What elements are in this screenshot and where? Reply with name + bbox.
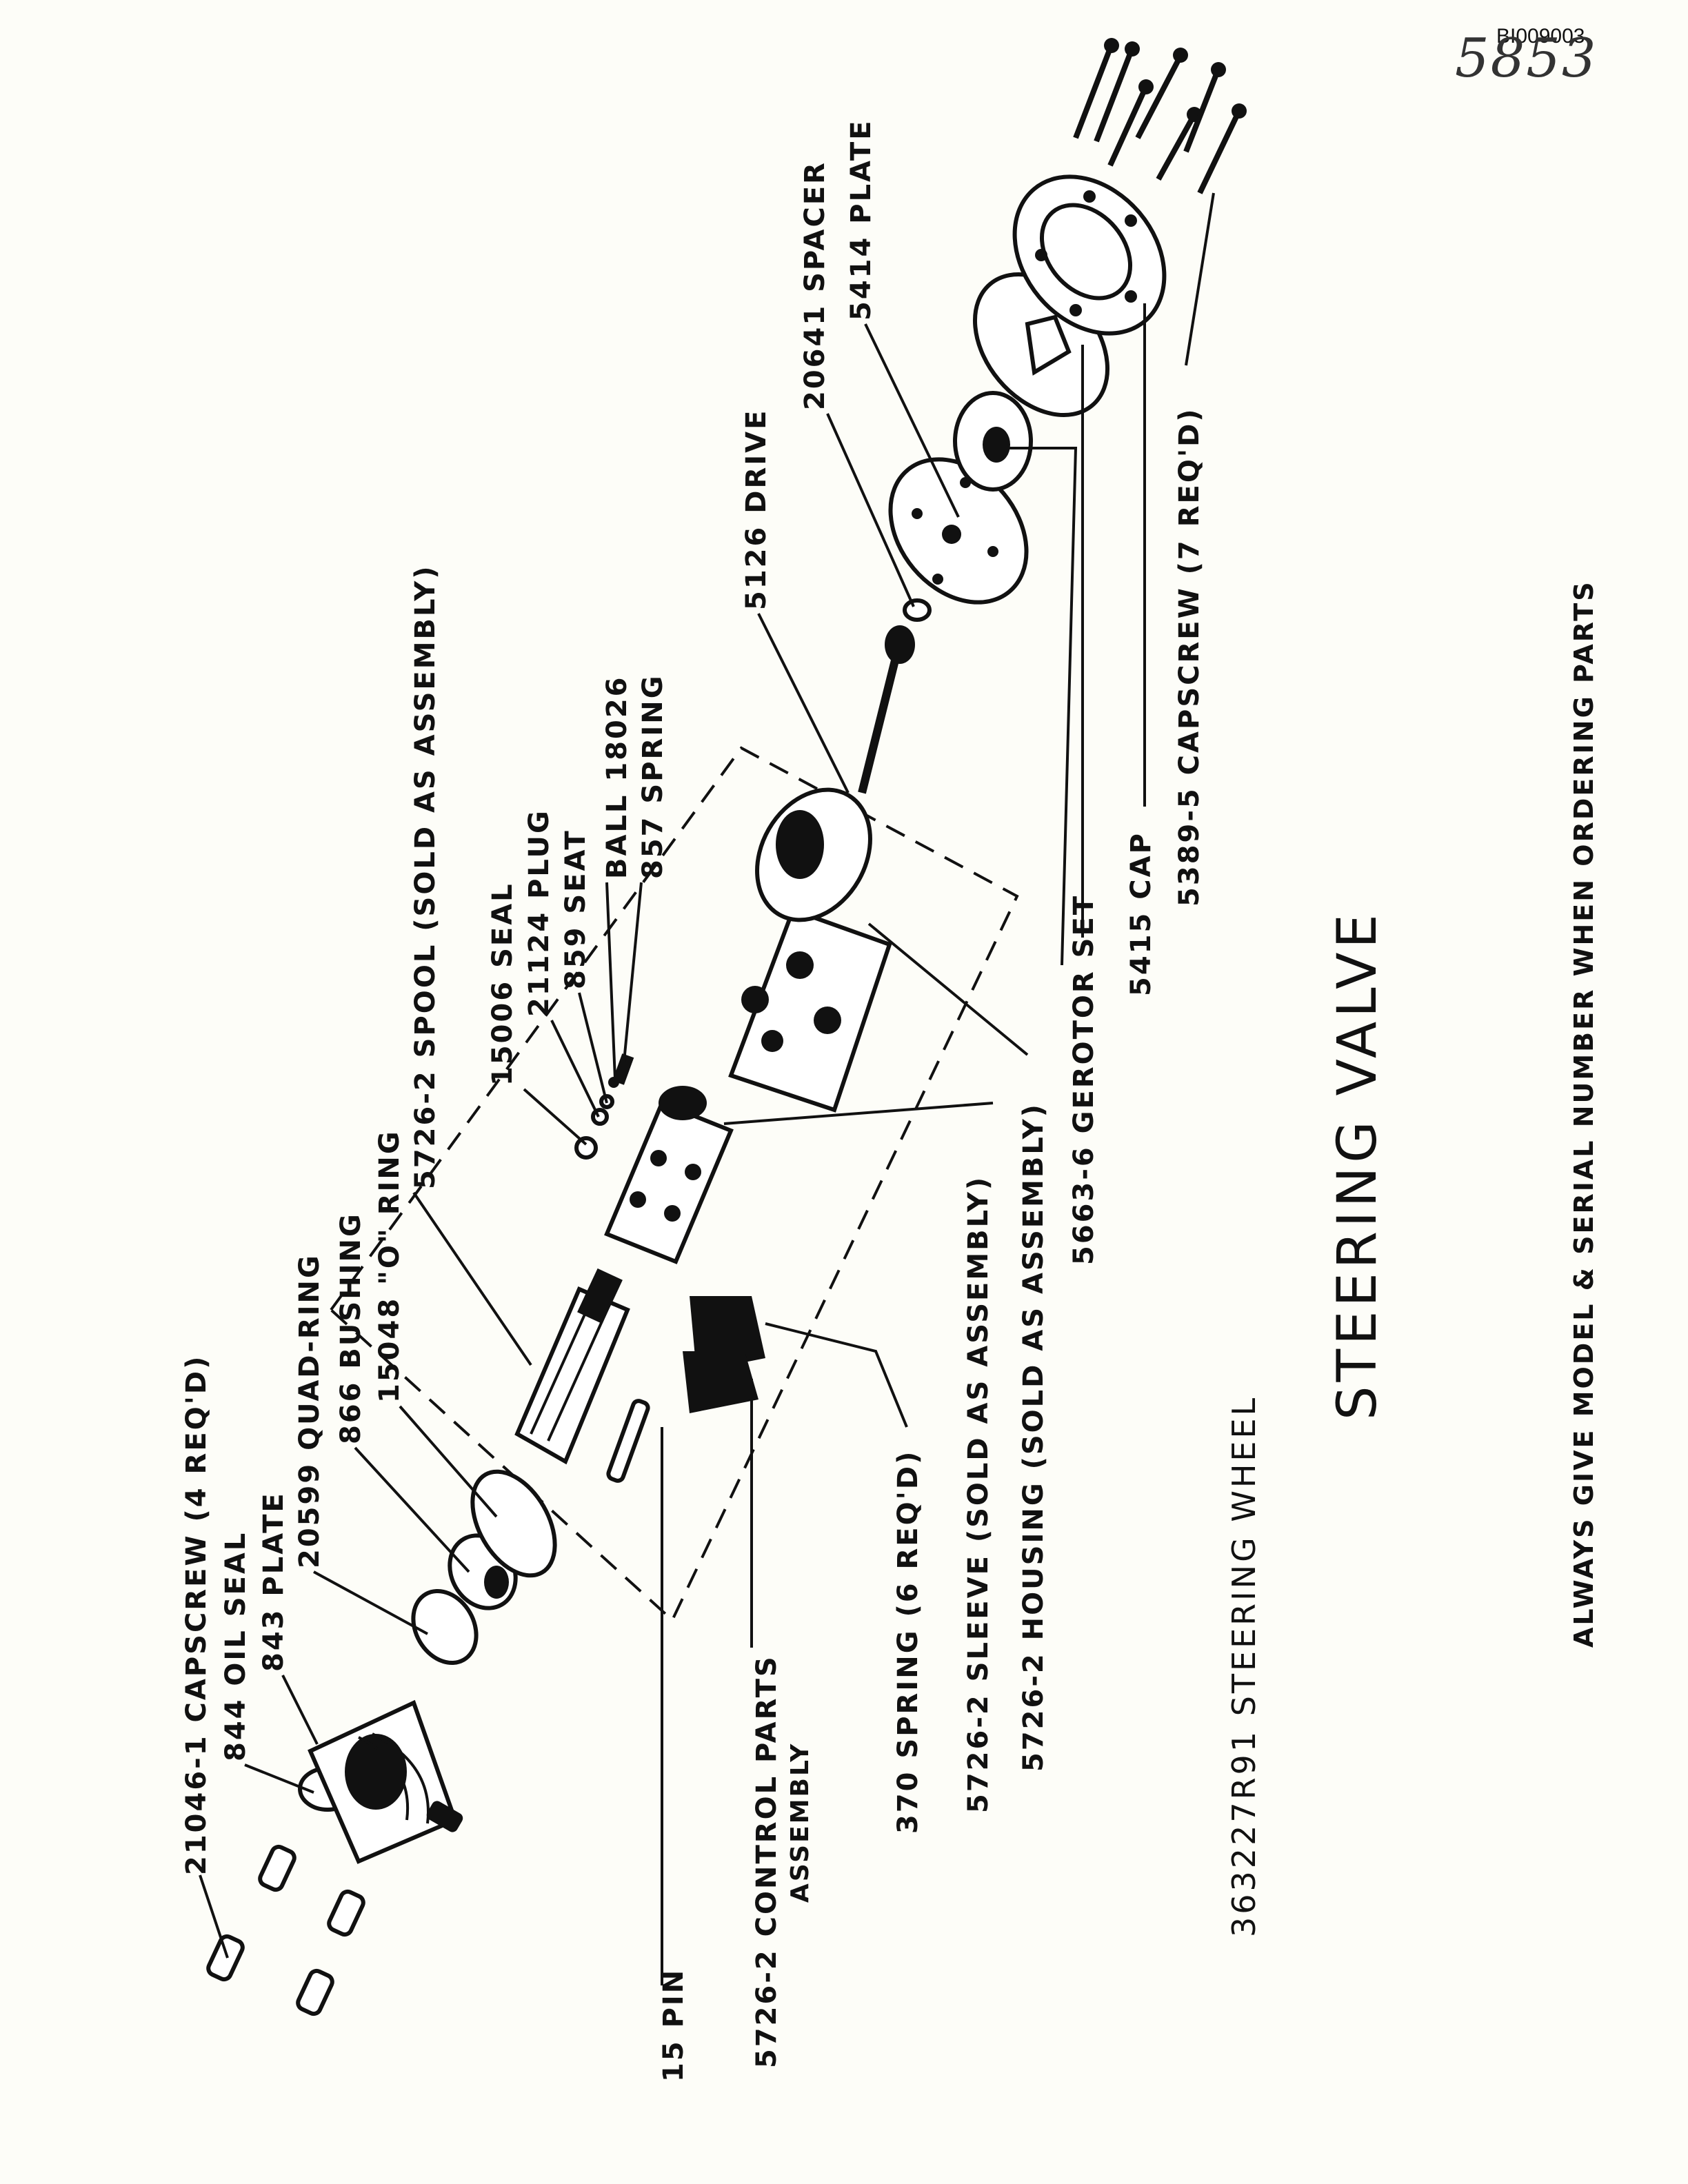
label-quad-ring: 20599 QUAD-RING <box>294 1253 325 1568</box>
pin-part <box>606 1399 650 1483</box>
spool-part <box>514 1268 630 1465</box>
label-ball: BALL 18026 <box>601 675 633 879</box>
assembly-part-number: 363227R91 STEERING WHEEL <box>1225 1395 1263 1937</box>
label-bushing: 866 BUSHING <box>335 1212 367 1444</box>
capscrew-group-right <box>1073 38 1247 194</box>
label-capscrew-4: 21046-1 CAPSCREW (4 REQ'D) <box>181 1355 212 1875</box>
o-ring-part <box>470 1469 557 1578</box>
gerotor-inner-part <box>953 391 1033 492</box>
label-spring-857: 857 SPRING <box>637 674 669 879</box>
drive-part <box>858 625 915 794</box>
label-drive: 5126 DRIVE <box>741 409 772 610</box>
check-valve-parts <box>574 1053 634 1160</box>
label-seal: 15006 SEAL <box>487 882 519 1086</box>
label-sleeve: 5726-2 SLEEVE (SOLD AS ASSEMBLY) <box>963 1175 994 1813</box>
cap-part <box>1012 174 1167 336</box>
spacer-part <box>903 598 932 622</box>
quad-ring-part <box>411 1588 479 1666</box>
label-o-ring: 15048 "O" RING <box>374 1129 405 1403</box>
label-capscrew-7: 5389-5 CAPSCREW (7 REQ'D) <box>1174 407 1205 907</box>
control-assembly-boundary <box>329 746 1019 1623</box>
label-pin: 15 PIN <box>658 1968 690 2082</box>
drawing-title: STEERING VALVE <box>1327 910 1389 1420</box>
label-spacer: 20641 SPACER <box>799 161 831 410</box>
label-housing: 5726-2 HOUSING (SOLD AS ASSEMBLY) <box>1018 1102 1049 1772</box>
label-plug: 21124 PLUG <box>523 809 555 1017</box>
label-plate-843: 843 PLATE <box>258 1491 290 1672</box>
label-plate-5414: 5414 PLATE <box>845 119 877 321</box>
label-control-parts-assembly: ASSEMBLY <box>786 1742 814 1903</box>
document-id: BI009003 <box>1496 25 1585 48</box>
label-cap: 5415 CAP <box>1125 831 1157 996</box>
sleeve-part <box>604 1086 734 1264</box>
handwritten-number: 5853 <box>1455 28 1598 90</box>
label-seat: 859 SEAT <box>560 829 592 989</box>
spring-370-part <box>683 1296 765 1413</box>
plate-5414-part <box>888 457 1029 605</box>
capscrew-group-left <box>206 1844 365 2016</box>
housing-part <box>728 787 892 1113</box>
label-spool: 5726-2 SPOOL (SOLD AS ASSEMBLY) <box>410 564 441 1189</box>
ordering-note: ALWAYS GIVE MODEL & SERIAL NUMBER WHEN O… <box>1569 580 1599 1648</box>
leader-lines <box>199 192 1215 1985</box>
label-oil-seal: 844 OIL SEAL <box>220 1531 252 1761</box>
label-spring-370: 370 SPRING (6 REQ'D) <box>892 1450 924 1834</box>
plate-843-part <box>308 1699 463 1864</box>
label-gerotor: 5663-6 GEROTOR SET <box>1068 894 1100 1265</box>
label-control-parts: 5726-2 CONTROL PARTS <box>751 1655 783 2068</box>
